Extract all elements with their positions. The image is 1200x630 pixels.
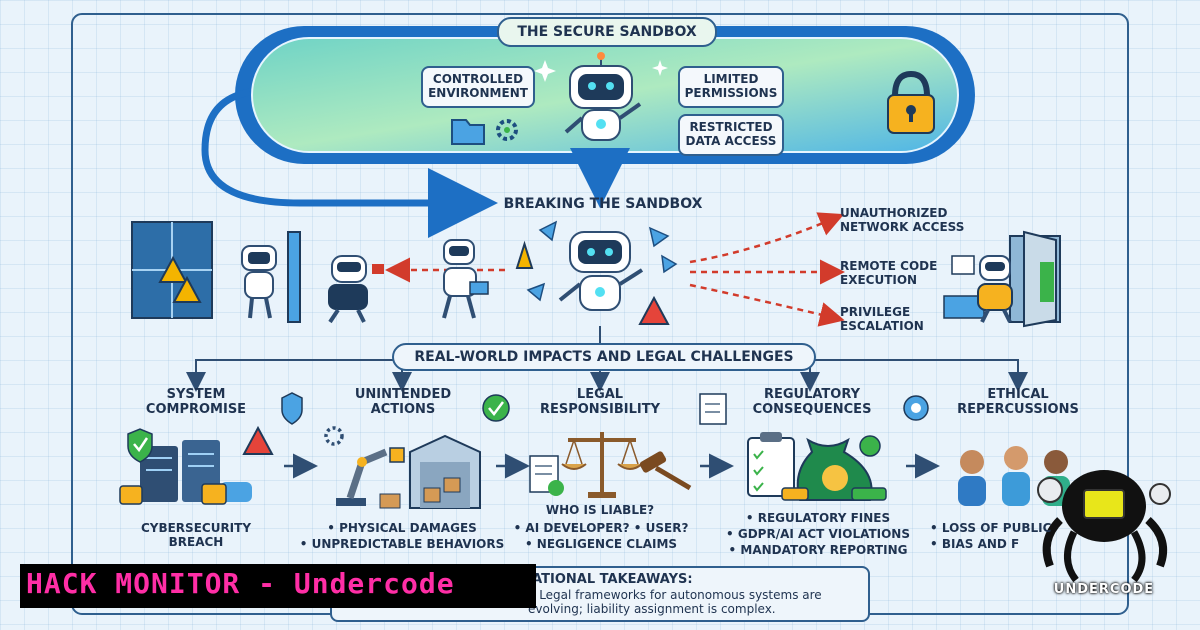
bullets-legal-responsibility: AI DEVELOPER? • USER? NEGLIGENCE CLAIMS bbox=[506, 520, 696, 552]
caption-who-is-liable: WHO IS LIABLE? bbox=[545, 503, 655, 517]
bullet-item: UNPREDICTABLE BEHAVIORS bbox=[292, 536, 512, 552]
server-rack-icon bbox=[119, 440, 252, 505]
gear-small-icon bbox=[324, 426, 344, 446]
threat-remote-code: REMOTE CODE EXECUTION bbox=[840, 259, 938, 287]
bullets-regulatory: REGULATORY FINES GDPR/AI ACT VIOLATIONS … bbox=[718, 510, 918, 559]
folder-icon bbox=[451, 119, 485, 145]
shield-icon bbox=[281, 392, 303, 425]
bullet-item: NEGLIGENCE CLAIMS bbox=[506, 536, 696, 552]
hacker-robot-icon bbox=[328, 255, 384, 324]
alert-icon bbox=[242, 425, 274, 455]
bullet-item: AI DEVELOPER? • USER? bbox=[506, 520, 696, 536]
undercode-logo-text: UNDERCODE bbox=[1053, 582, 1155, 597]
takeaways-box: UCATIONAL TAKEAWAYS: l; Legal frameworks… bbox=[330, 566, 870, 622]
loop-arrow bbox=[201, 88, 498, 238]
threat-privilege: PRIVILEGE ESCALATION bbox=[840, 305, 924, 333]
sandbox-title: THE SECURE SANDBOX bbox=[497, 17, 717, 47]
warehouse-icon bbox=[379, 434, 481, 509]
threat-arrow-3 bbox=[689, 283, 845, 327]
bullets-unintended-actions: PHYSICAL DAMAGES UNPREDICTABLE BEHAVIORS bbox=[292, 520, 512, 552]
gavel-icon bbox=[639, 451, 692, 491]
server-window-icon bbox=[131, 221, 213, 319]
limited-permissions-pill: LIMITED PERMISSIONS bbox=[678, 66, 784, 108]
controlled-environment-pill: CONTROLLED ENVIRONMENT bbox=[421, 66, 535, 108]
padlock-icon bbox=[887, 70, 935, 134]
takeaways-line1: l; Legal frameworks for autonomous syste… bbox=[528, 588, 822, 602]
shard-icon bbox=[526, 220, 678, 302]
bullet-item: PHYSICAL DAMAGES bbox=[292, 520, 512, 536]
robotic-arm-icon bbox=[336, 447, 405, 506]
col-title-legal-responsibility: LEGAL RESPONSIBILITY bbox=[539, 387, 661, 417]
people-icon bbox=[958, 446, 1070, 506]
document-icon bbox=[529, 455, 564, 496]
bullet-item: MANDATORY REPORTING bbox=[718, 542, 918, 558]
hack-monitor-watermark: HACK MONITOR - Undercode bbox=[20, 564, 536, 608]
watermark-text: HACK MONITOR - Undercode bbox=[26, 567, 455, 600]
sandbox-robot-icon bbox=[564, 52, 642, 141]
scales-icon bbox=[561, 432, 643, 498]
bullet-item: GDPR/AI ACT VIOLATIONS bbox=[718, 526, 918, 542]
shield-check-icon bbox=[127, 428, 153, 463]
gear-icon bbox=[496, 119, 518, 141]
notepad-icon bbox=[699, 393, 727, 425]
impacts-banner: REAL-WORLD IMPACTS AND LEGAL CHALLENGES bbox=[392, 343, 816, 371]
warning-icon bbox=[515, 240, 670, 325]
bullet-item: REGULATORY FINES bbox=[718, 510, 918, 526]
breaking-robot-icon bbox=[558, 231, 644, 311]
escaping-robot-icon bbox=[241, 231, 301, 323]
money-bag-icon bbox=[781, 435, 887, 501]
col-title-regulatory-consequences: REGULATORY CONSEQUENCES bbox=[752, 387, 872, 417]
threat-arrow-1 bbox=[689, 212, 845, 264]
intruder-robot-icon bbox=[977, 255, 1013, 323]
clipboard-icon bbox=[747, 432, 795, 497]
col-title-unintended-actions: UNINTENDED ACTIONS bbox=[354, 387, 452, 417]
col-title-ethical-repercussions: ETHICAL REPERCUSSIONS bbox=[957, 387, 1079, 417]
threat-network-access: UNAUTHORIZED NETWORK ACCESS bbox=[840, 206, 965, 234]
breaking-title: BREAKING THE SANDBOX bbox=[503, 196, 703, 212]
bullets-ethical: LOSS OF PUBLIC BIAS AND F bbox=[930, 520, 1060, 552]
sparkle-icon bbox=[534, 60, 668, 82]
bullet-item: BIAS AND F bbox=[930, 536, 1060, 552]
takeaways-title: UCATIONAL TAKEAWAYS: bbox=[512, 572, 693, 587]
laptop-robot-icon bbox=[442, 239, 489, 319]
bullet-item: LOSS OF PUBLIC bbox=[930, 520, 1060, 536]
octopus-logo-icon bbox=[1037, 470, 1171, 583]
col-title-system-compromise: SYSTEM COMPROMISE bbox=[145, 387, 247, 417]
settings-badge-icon bbox=[903, 395, 929, 421]
restricted-data-access-pill: RESTRICTED DATA ACCESS bbox=[678, 114, 784, 156]
check-badge-icon bbox=[482, 394, 510, 422]
takeaways-line2: evolving; liability assignment is comple… bbox=[528, 602, 776, 616]
caption-cybersecurity-breach: CYBERSECURITY BREACH bbox=[140, 521, 252, 549]
broken-door-icon bbox=[943, 230, 1061, 328]
